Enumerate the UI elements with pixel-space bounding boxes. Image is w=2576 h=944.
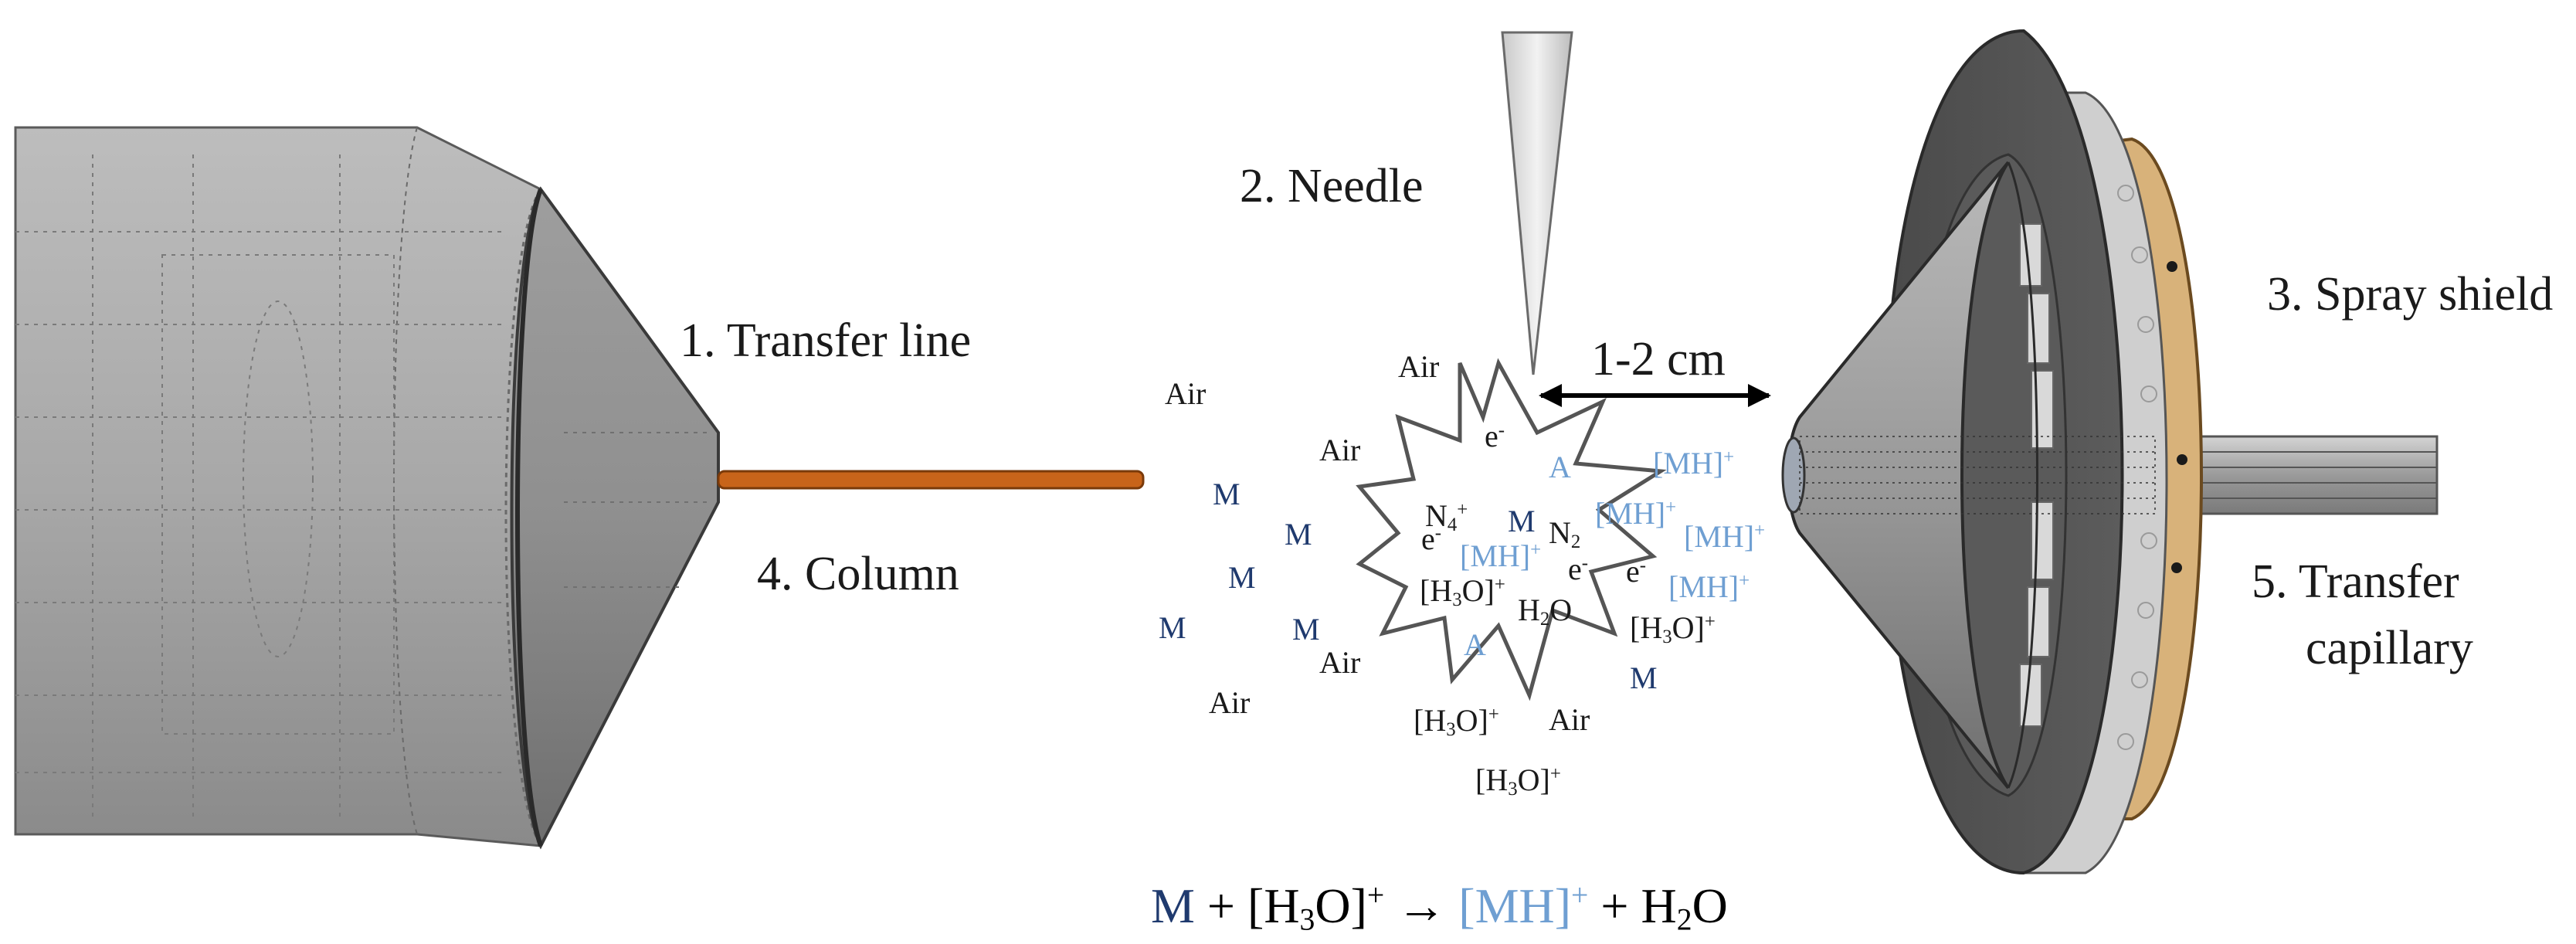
fragment-a: A <box>1464 627 1486 662</box>
needle-shape <box>1501 31 1573 375</box>
transfer-line-body <box>14 126 720 850</box>
analyte-m: M <box>1213 477 1240 511</box>
protonated-analyte: [MH]+ <box>1460 538 1542 573</box>
protonated-analyte: [MH]+ <box>1653 446 1735 480</box>
hydronium-ion: [H3O]+ <box>1420 573 1505 611</box>
hydronium-ion: [H3O]+ <box>1414 703 1499 741</box>
air-species: Air <box>1319 645 1361 680</box>
n2-molecule: N2 <box>1549 515 1581 553</box>
analyte-m: M <box>1285 517 1312 552</box>
protonated-analyte: [MH]+ <box>1595 496 1677 531</box>
needle-label: 2. Needle <box>1240 160 1424 212</box>
spray-shield-label: 3. Spray shield <box>2267 268 2554 321</box>
fragment-a: A <box>1549 450 1571 484</box>
hydronium-ion: [H3O]+ <box>1475 762 1561 800</box>
analyte-m: M <box>1292 612 1320 647</box>
air-species: Air <box>1165 376 1207 411</box>
air-species: Air <box>1398 349 1440 384</box>
transfer-line-label: 1. Transfer line <box>680 314 972 367</box>
electron: e- <box>1568 552 1589 586</box>
transfer-capillary-label-line2: capillary <box>2306 622 2473 674</box>
electron: e- <box>1421 521 1442 556</box>
transfer-capillary-label-line1: 5. Transfer <box>2252 555 2459 608</box>
analyte-m: M <box>1228 560 1256 595</box>
electron: e- <box>1485 419 1505 453</box>
column-label: 4. Column <box>757 548 959 600</box>
electron: e- <box>1626 554 1647 589</box>
spray-shield-body <box>1781 29 2439 875</box>
air-species: Air <box>1549 702 1590 737</box>
distance-label: 1-2 cm <box>1591 333 1726 385</box>
hydronium-ion: [H3O]+ <box>1630 610 1716 648</box>
air-species: Air <box>1319 433 1361 467</box>
air-species: Air <box>1209 685 1251 720</box>
reaction-equation: M + [H3O]+ → [MH]+ + H2O <box>1151 878 1728 937</box>
analyte-m: M <box>1630 660 1658 695</box>
water-molecule: H2O <box>1518 593 1573 630</box>
protonated-analyte: [MH]+ <box>1668 569 1750 604</box>
n4-ion: N4+ <box>1425 498 1468 536</box>
column-tube <box>717 470 1145 490</box>
protonated-analyte: [MH]+ <box>1684 519 1766 554</box>
analyte-m: M <box>1508 504 1536 538</box>
analyte-m: M <box>1159 610 1186 645</box>
plasma-star <box>1356 358 1667 701</box>
